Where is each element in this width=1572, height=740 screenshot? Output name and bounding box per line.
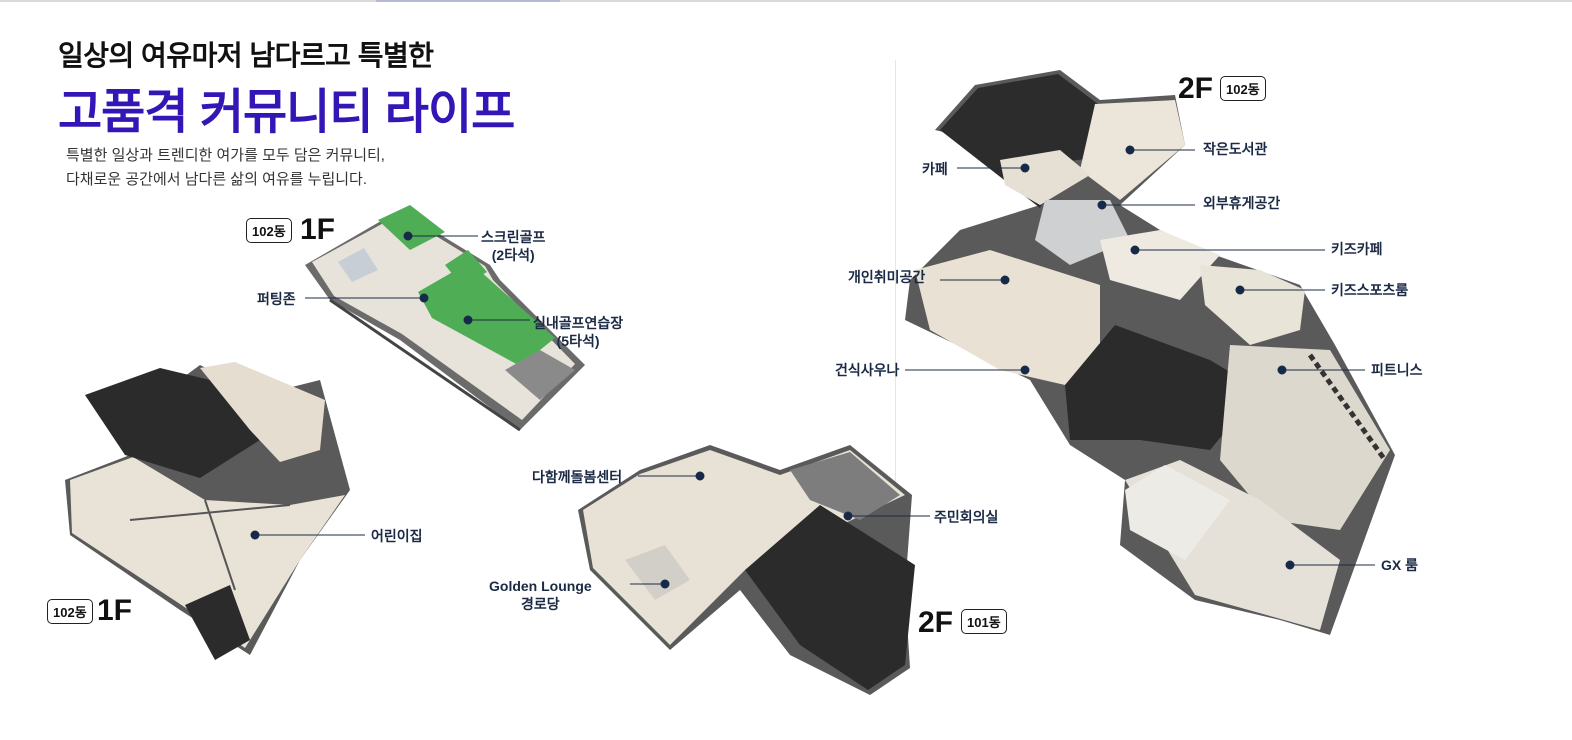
label-screen-golf: 스크린골프 (2타석) [481,228,545,264]
label-fitness: 피트니스 [1371,362,1423,378]
label-library: 작은도서관 [1203,141,1268,157]
label-screen-golf-line1: 스크린골프 [481,229,546,245]
label-sauna: 건식사우나 [835,362,900,378]
top-accent-bar [376,0,560,2]
label-golden-lounge-line1: Golden Lounge [489,578,592,594]
golf-building-badge: 102동 [246,218,292,243]
daycare-floor-label: 1F [97,594,133,627]
daycare-building-badge: 102동 [47,599,93,624]
senior-building-badge: 101동 [961,609,1007,634]
label-care-center: 다함께돌봄센터 [532,469,623,485]
label-indoor-golf-line1: 실내골프연습장 [533,315,624,331]
description: 특별한 일상과 트렌디한 여가를 모두 담은 커뮤니티, 다채로운 공간에서 남… [66,144,385,192]
label-daycare: 어린이집 [371,528,423,544]
description-line-2: 다채로운 공간에서 남다른 삶의 여유를 누립니다. [66,171,368,188]
label-hobby-space: 개인취미공간 [848,269,926,285]
label-golden-lounge-line2: 경로당 [521,596,560,612]
column-divider [895,60,896,620]
label-kids-cafe: 키즈카페 [1331,241,1383,257]
fitness-floor-plan [905,70,1395,635]
senior-floor-plan [578,445,915,695]
label-outdoor-rest: 외부휴게공간 [1203,195,1281,211]
label-screen-golf-line2: (2타석) [491,247,535,263]
label-resident-room: 주민회의실 [934,509,999,525]
label-golden-lounge: Golden Lounge 경로당 [489,577,592,613]
fitness-building-badge: 102동 [1220,76,1266,101]
headline: 일상의 여유마저 남다르고 특별한 [58,40,434,71]
golf-floor-label: 1F [300,213,336,246]
top-divider [0,0,1572,2]
label-cafe: 카페 [922,161,948,177]
daycare-floor-plan [65,362,350,660]
label-indoor-golf: 실내골프연습장 (5타석) [533,314,623,350]
label-kids-sports: 키즈스포츠룸 [1331,282,1409,298]
senior-floor-label: 2F [918,606,954,639]
page-title: 고품격 커뮤니티 라이프 [58,86,515,139]
label-putting-zone: 퍼팅존 [257,291,296,307]
label-indoor-golf-line2: (5타석) [556,333,600,349]
description-line-1: 특별한 일상과 트렌디한 여가를 모두 담은 커뮤니티, [66,147,385,164]
label-gx-room: GX 룸 [1381,557,1418,573]
fitness-floor-label: 2F [1178,72,1214,105]
leader-lines [250,145,1375,589]
golf-floor-plan [305,205,585,432]
